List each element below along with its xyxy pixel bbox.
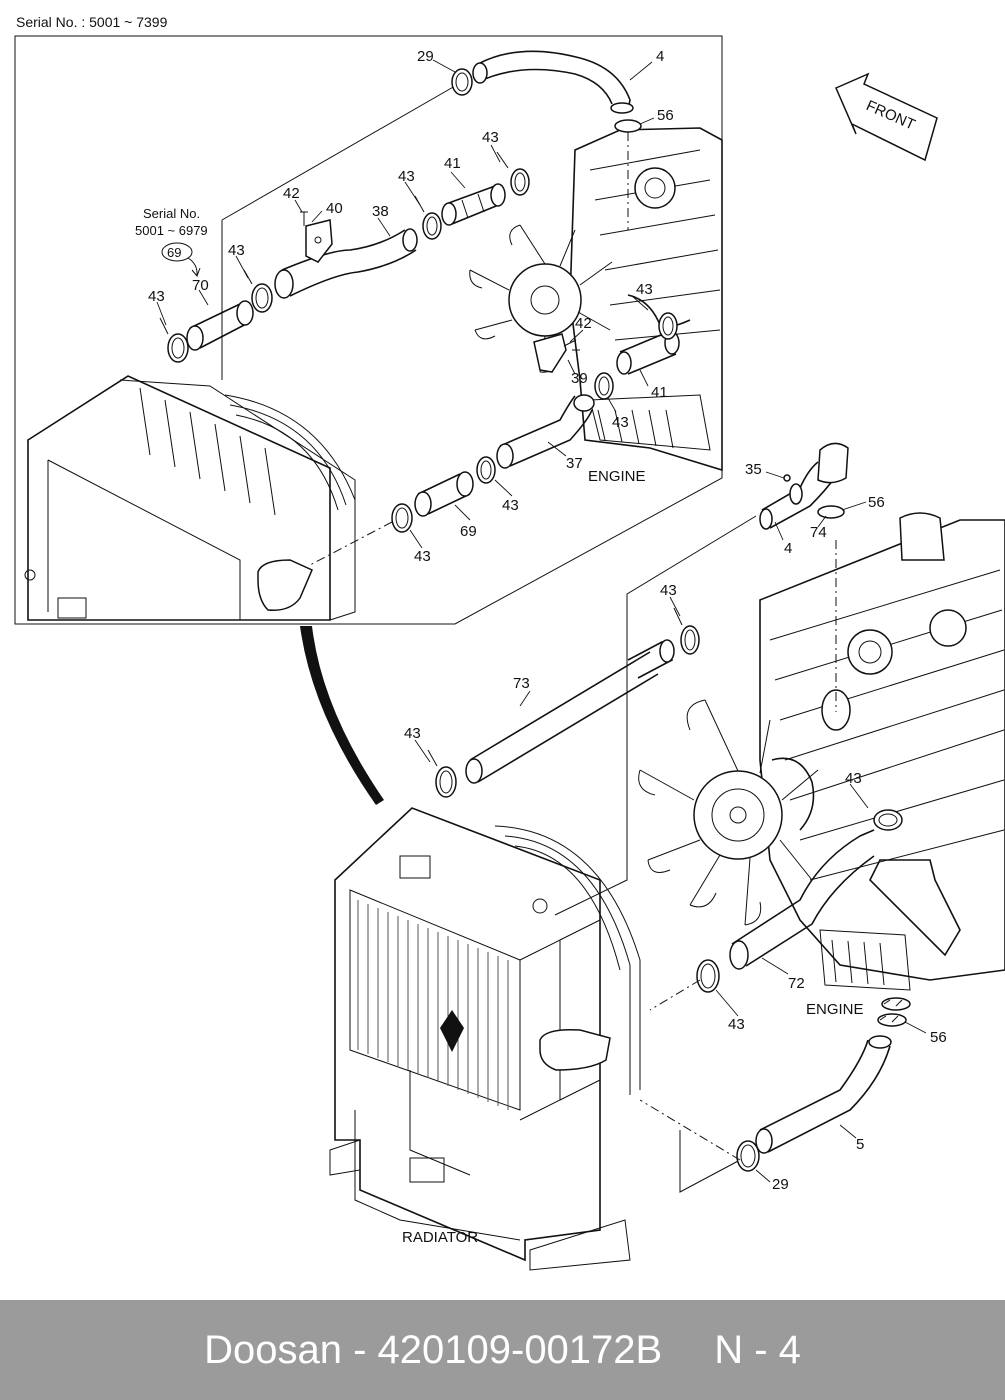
callout-69: 69	[460, 523, 477, 540]
callout-39: 39	[571, 370, 588, 387]
bracket-40	[300, 211, 333, 263]
hose-70	[186, 300, 254, 351]
callout-29-top: 29	[417, 48, 434, 65]
clamp-43-upper	[496, 151, 530, 196]
callout-35: 35	[745, 461, 762, 478]
footer-brand: Doosan	[204, 1327, 342, 1372]
callout-37: 37	[566, 455, 583, 472]
callout-56-bottom-a: 56	[868, 494, 885, 511]
engine-bottom-illustration	[638, 512, 1005, 991]
inset-frame	[14, 35, 723, 625]
clamp-43-72-lower	[696, 959, 720, 993]
label-radiator: RADIATOR	[402, 1229, 478, 1246]
pipe-4-bottom	[759, 442, 849, 530]
label-engine-bottom: ENGINE	[806, 1001, 864, 1018]
clamp-29-top	[451, 68, 473, 96]
callout-41-b: 41	[651, 384, 668, 401]
callout-41-a: 41	[444, 155, 461, 172]
hose-5	[755, 1035, 892, 1154]
clamp-43-69	[391, 503, 413, 533]
seals-56-bottom	[877, 997, 911, 1027]
leaders-bottom	[414, 471, 927, 1183]
callout-70: 70	[192, 277, 209, 294]
clamp-43-37-lower	[476, 456, 496, 484]
callout-56-top: 56	[657, 107, 674, 124]
clamp-43-72-upper	[873, 809, 903, 831]
clamp-43-37-upper	[594, 372, 614, 400]
hose-4-top	[472, 50, 634, 114]
callout-38: 38	[372, 203, 389, 220]
callout-74: 74	[810, 524, 827, 541]
parts-diagram: Serial No. : 5001 ~ 7399 FRONT	[14, 14, 1005, 1271]
callout-43-bottom-a: 43	[660, 582, 677, 599]
pipe-73	[465, 639, 675, 784]
footer-page: N - 4	[714, 1327, 801, 1372]
callout-43-e: 43	[636, 281, 653, 298]
clamp-43-mid	[414, 195, 442, 240]
callout-43-g: 43	[502, 497, 519, 514]
footer-separator: -	[353, 1327, 367, 1372]
centerline-29-bottom	[639, 1099, 741, 1161]
callout-73: 73	[513, 675, 530, 692]
clamp-43-70	[159, 317, 189, 363]
clamp-43-73-right	[673, 607, 700, 655]
hose-38	[274, 228, 418, 299]
clamp-29-bottom	[736, 1140, 760, 1172]
hose-41-bottom	[616, 331, 680, 375]
centerline-43-bottom	[649, 979, 701, 1011]
seal-56-top	[614, 119, 642, 133]
callout-43-b: 43	[398, 168, 415, 185]
callout-4-top: 4	[656, 48, 664, 65]
callout-43-f: 43	[612, 414, 629, 431]
inset-ref-number: 69	[167, 245, 181, 260]
clamp-43-73-left	[427, 749, 457, 798]
seal-56-bottom-upper	[817, 505, 845, 519]
callout-4-bottom: 4	[784, 540, 792, 557]
engine-top-illustration	[469, 127, 723, 472]
bracket-39	[533, 333, 580, 373]
hose-69	[414, 471, 474, 517]
callout-43-bottom-c: 43	[845, 770, 862, 787]
front-arrow-icon: FRONT	[835, 72, 938, 162]
callout-43-d: 43	[148, 288, 165, 305]
centerline-top-radiator	[309, 521, 393, 566]
inset-sub-frame-line	[221, 85, 456, 221]
inset-serial-label: Serial No.	[143, 206, 200, 221]
callout-5: 5	[856, 1136, 864, 1153]
hose-41-top	[441, 183, 506, 226]
radiator-bottom-illustration	[329, 807, 641, 1271]
zoom-arrow-icon	[300, 626, 384, 805]
footer-part-number: 420109-00172B	[377, 1327, 663, 1372]
inset-serial-range: 5001 ~ 6979	[135, 223, 208, 238]
callout-40: 40	[326, 200, 343, 217]
callout-56-bottom-b: 56	[930, 1029, 947, 1046]
inset-ref-circle	[161, 242, 193, 262]
clamp-43-38	[243, 269, 273, 313]
callout-43-bottom-d: 43	[728, 1016, 745, 1033]
callout-43-a: 43	[482, 129, 499, 146]
bolt-35	[783, 474, 791, 482]
leaders-top	[156, 59, 655, 549]
callout-43-bottom-b: 43	[404, 725, 421, 742]
callout-72: 72	[788, 975, 805, 992]
footer-bar: Doosan - 420109-00172B N - 4	[0, 1300, 1005, 1400]
inset-ref-arrow-icon	[187, 257, 201, 277]
hose-37	[496, 394, 595, 469]
hose-72	[729, 829, 875, 970]
callout-29-bottom: 29	[772, 1176, 789, 1193]
callout-43-h: 43	[414, 548, 431, 565]
callout-42-a: 42	[283, 185, 300, 202]
radiator-top-illustration	[24, 375, 356, 621]
callout-43-c: 43	[228, 242, 245, 259]
label-engine-top: ENGINE	[588, 468, 646, 485]
callout-42-b: 42	[575, 315, 592, 332]
clamp-43-engine-right	[658, 312, 678, 340]
serial-range-header: Serial No. : 5001 ~ 7399	[16, 14, 168, 30]
